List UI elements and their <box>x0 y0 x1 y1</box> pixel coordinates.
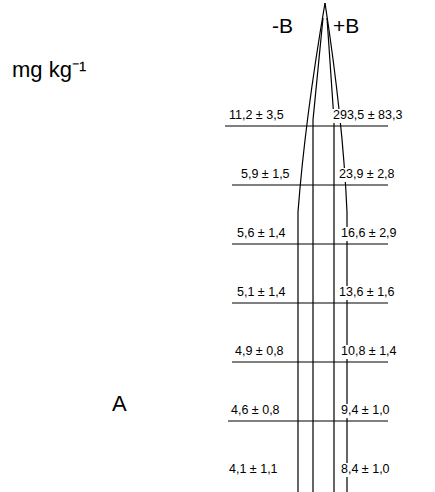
value-plus-b: 9,4 ± 1,0 <box>340 404 391 418</box>
value-minus-b: 5,9 ± 1,5 <box>240 168 291 182</box>
value-plus-b: 293,5 ± 83,3 <box>332 109 403 123</box>
section-line <box>232 184 388 185</box>
value-minus-b: 11,2 ± 3,5 <box>228 109 285 123</box>
outer-right-edge <box>325 3 347 492</box>
panel-letter: A <box>112 392 127 416</box>
value-minus-b: 5,1 ± 1,4 <box>236 286 287 300</box>
value-minus-b: 4,6 ± 0,8 <box>230 404 281 418</box>
section-line <box>225 125 388 126</box>
column-header: -B <box>272 14 293 37</box>
section-line <box>232 302 388 303</box>
value-plus-b: 10,8 ± 1,4 <box>340 345 398 359</box>
outer-left-edge <box>298 3 325 492</box>
section-line <box>228 420 388 421</box>
value-plus-b: 13,6 ± 1,6 <box>338 286 396 300</box>
section-line <box>232 243 388 244</box>
value-minus-b: 4,1 ± 1,1 <box>228 463 279 477</box>
value-plus-b: 23,9 ± 2,8 <box>338 168 396 182</box>
value-plus-b: 8,4 ± 1,0 <box>340 463 391 477</box>
column-header: +B <box>333 14 359 37</box>
unit-label: mg kg⁻¹ <box>12 58 86 82</box>
value-minus-b: 5,6 ± 1,4 <box>236 227 287 241</box>
value-minus-b: 4,9 ± 0,8 <box>234 345 285 359</box>
value-plus-b: 16,6 ± 2,9 <box>340 227 398 241</box>
section-line <box>232 361 388 362</box>
